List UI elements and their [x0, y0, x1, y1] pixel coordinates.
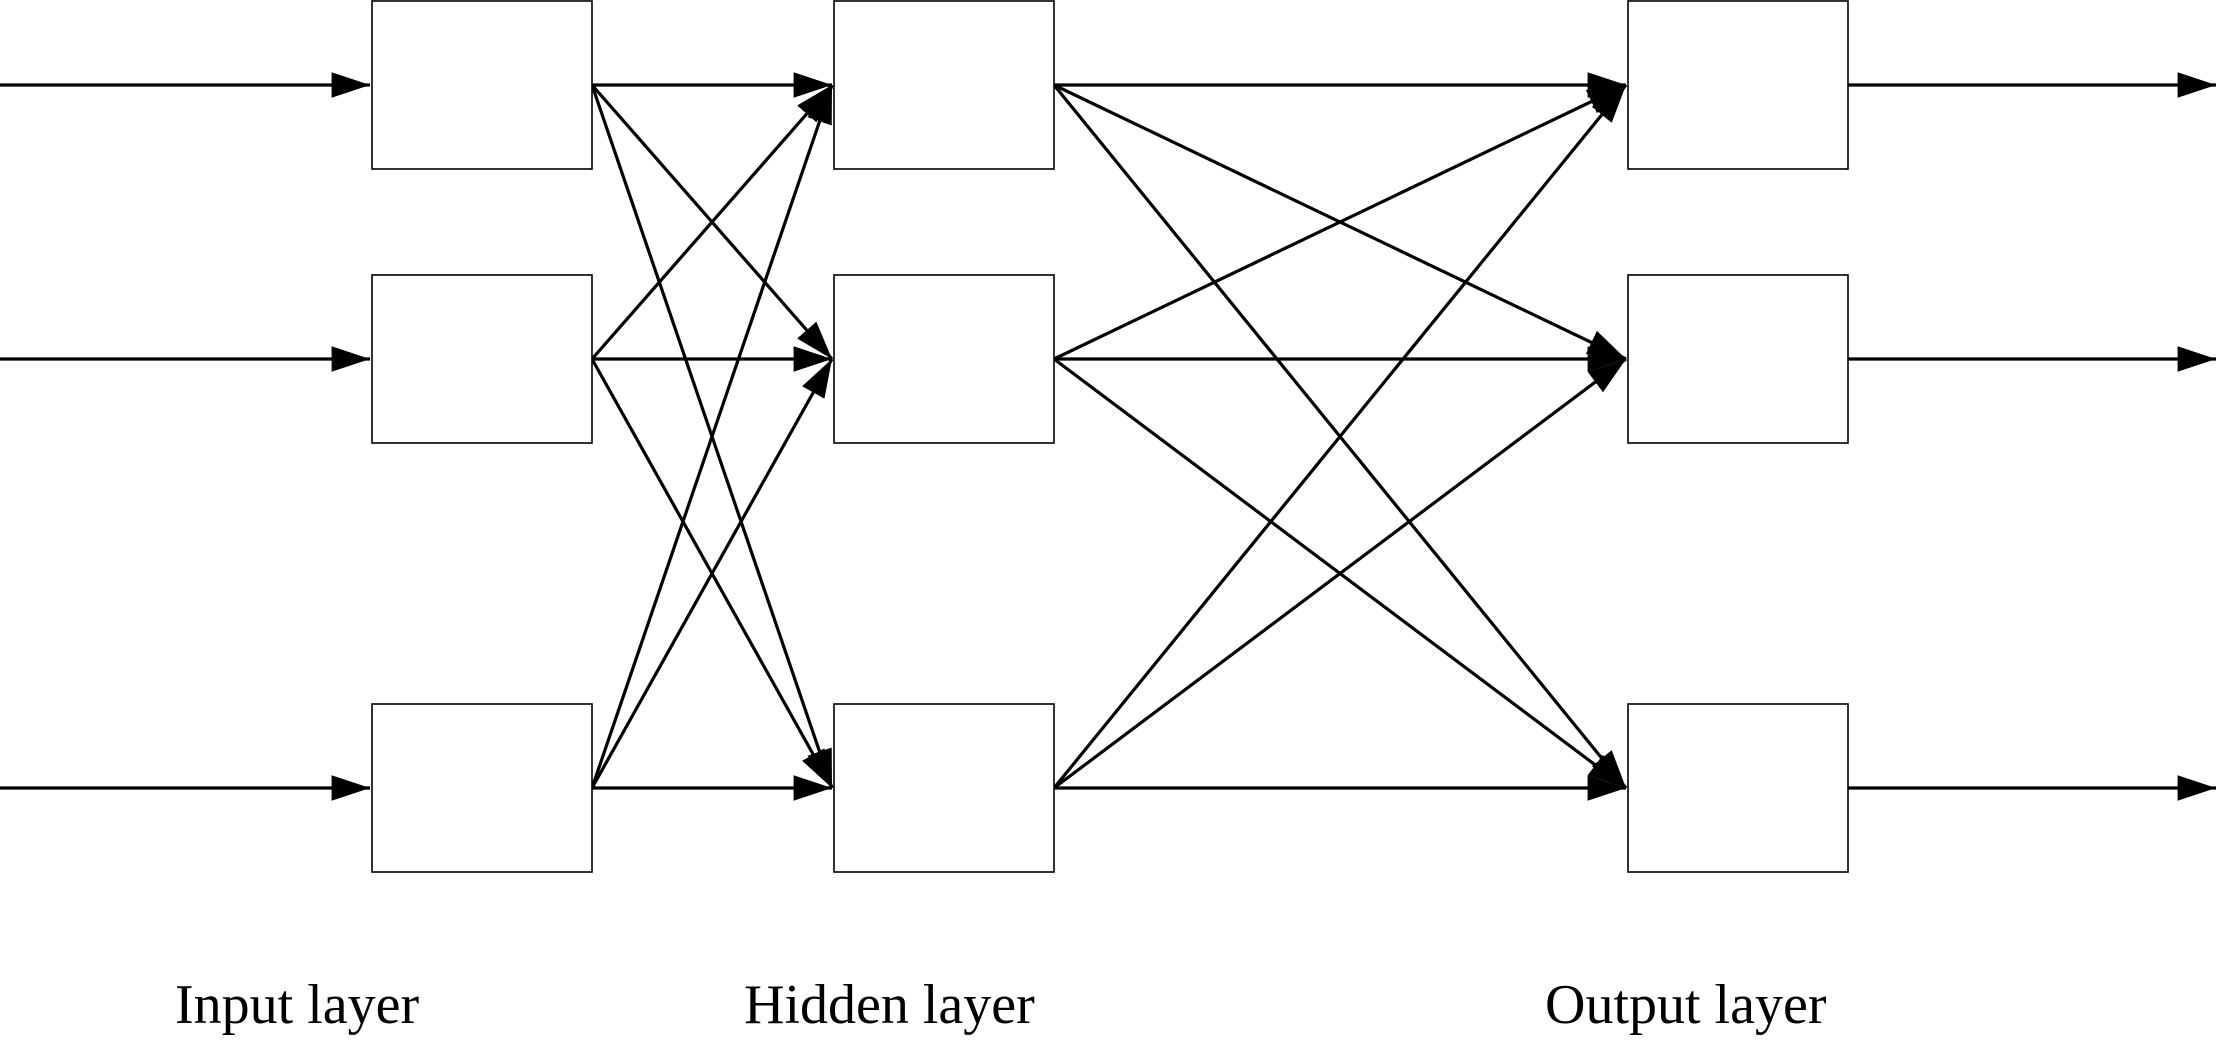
hidden-3-to-output-2-edge [1053, 357, 1627, 790]
input-3-to-hidden-2-edge [590, 358, 834, 789]
input-layer-label: Input layer [175, 974, 420, 1036]
hidden-3-to-output-1-edge [1052, 83, 1628, 790]
output-node-1 [1627, 0, 1849, 170]
hidden-node-2 [833, 274, 1055, 444]
hidden-layer-label: Hidden layer [744, 974, 1035, 1036]
output-node-2 [1627, 274, 1849, 444]
hidden-node-3 [833, 703, 1055, 873]
input-node-2 [371, 274, 593, 444]
connections-group [0, 72, 2216, 801]
input-node-1 [371, 0, 593, 170]
input-3-to-hidden-1-edge [590, 84, 834, 789]
input-node-3 [371, 703, 593, 873]
output-layer-label: Output layer [1545, 974, 1827, 1036]
nodes-group [371, 0, 1849, 873]
hidden-node-1 [833, 0, 1055, 170]
output-node-3 [1627, 703, 1849, 873]
input-2-to-hidden-1-edge [590, 83, 834, 361]
hidden-2-to-output-1-edge [1053, 83, 1627, 361]
